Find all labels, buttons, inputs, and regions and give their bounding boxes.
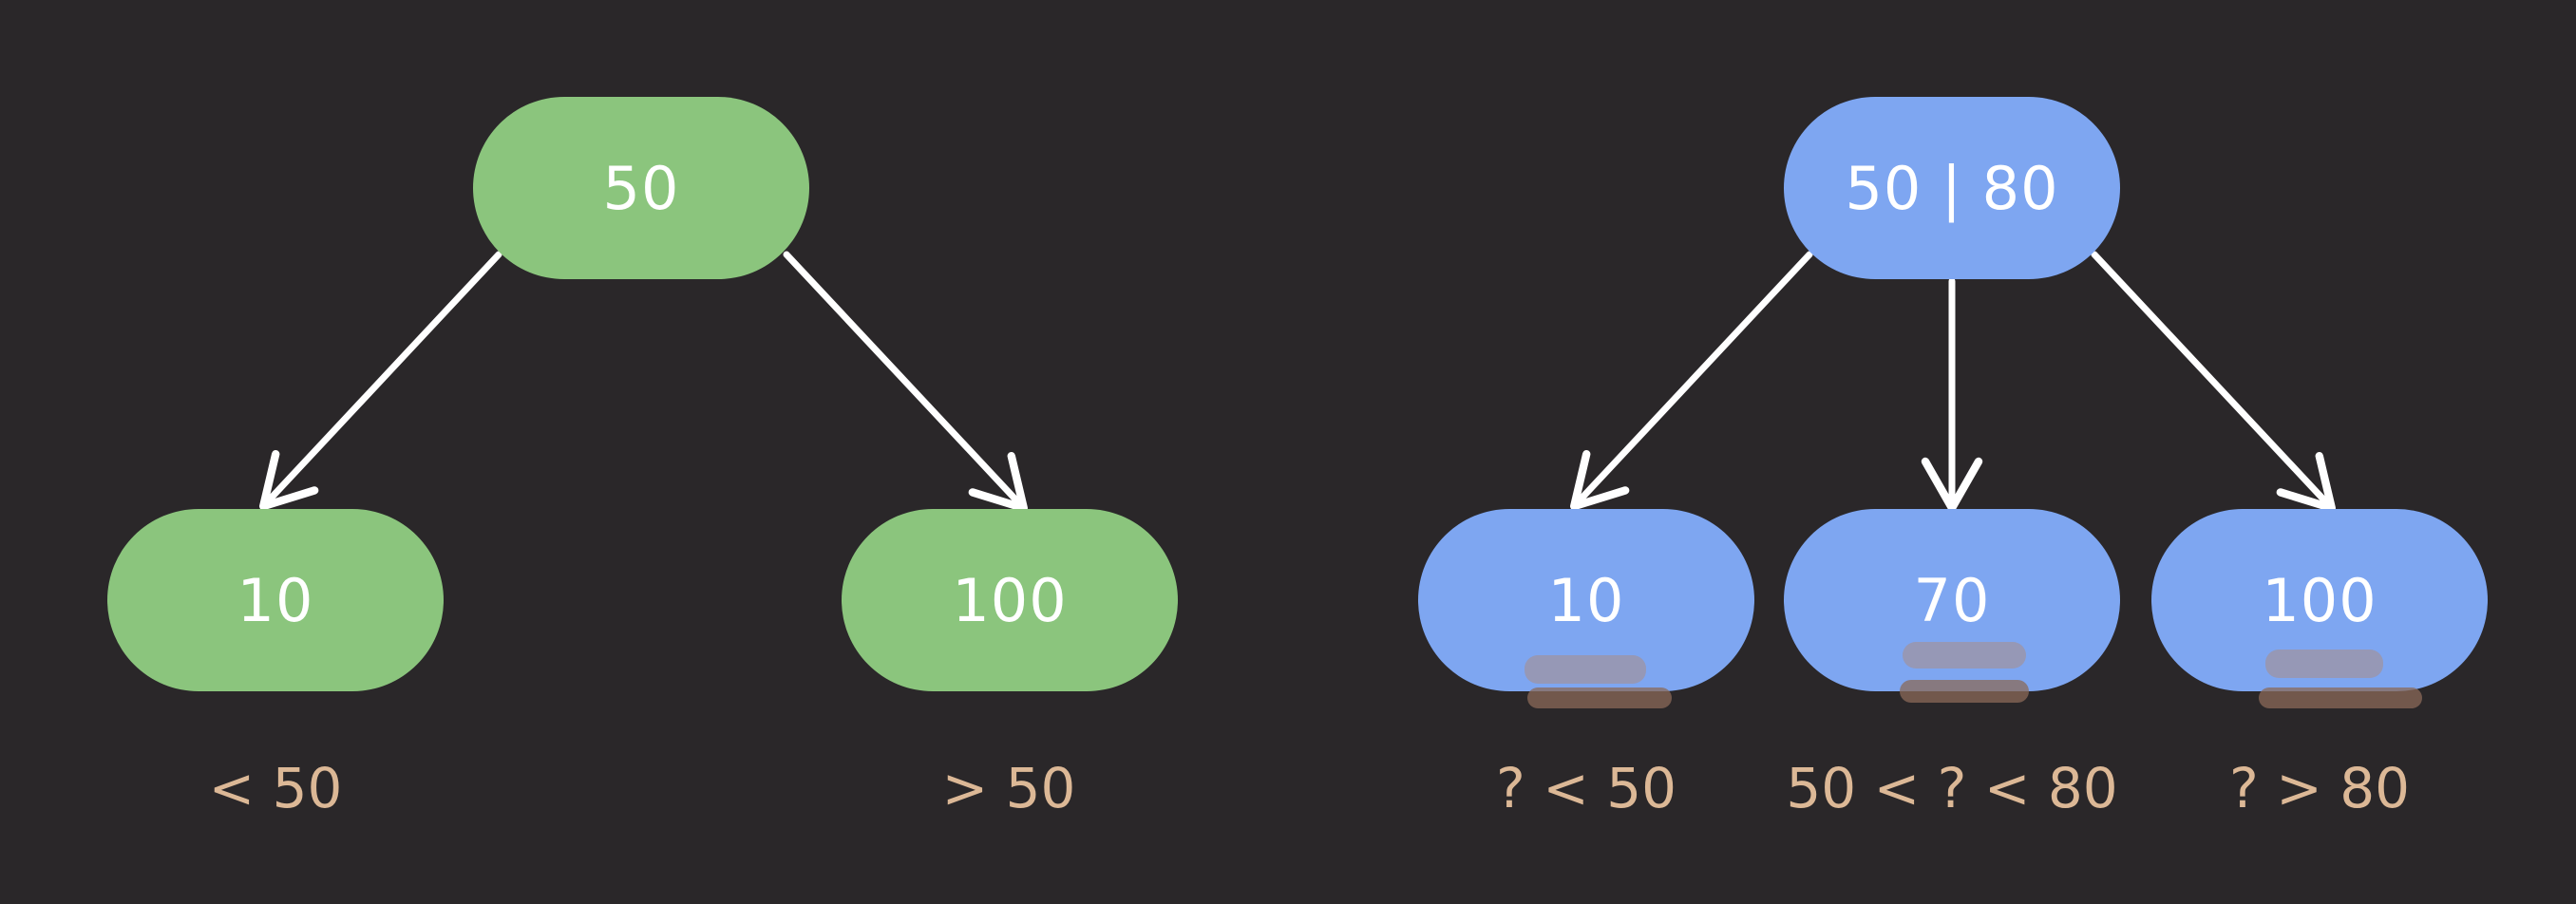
edge-btree-root-to-right-child bbox=[2091, 251, 2336, 513]
bst-root-node: 50 bbox=[473, 97, 809, 279]
highlight-mark-middle-underline bbox=[1900, 680, 2029, 703]
btree-left-child-label: 10 bbox=[1547, 565, 1625, 635]
highlight-mark-middle bbox=[1903, 642, 2026, 669]
edge-btree-root-to-left-child bbox=[1570, 251, 1813, 511]
btree-left-condition: ? < 50 bbox=[1495, 756, 1677, 820]
bst-left-child-label: 10 bbox=[237, 565, 314, 635]
btree-root-node: 50 | 80 bbox=[1784, 97, 2120, 279]
bst-left-child-node: 10 bbox=[107, 509, 444, 691]
bst-right-condition: > 50 bbox=[941, 756, 1076, 820]
btree-middle-child-label: 70 bbox=[1913, 565, 1991, 635]
btree-root-label: 50 | 80 bbox=[1845, 153, 2059, 223]
edge-root-to-right-child bbox=[783, 251, 1028, 513]
btree-right-child-label: 100 bbox=[2262, 565, 2377, 635]
btree-middle-condition: 50 < ? < 80 bbox=[1786, 756, 2118, 820]
btree-right-condition: ? > 80 bbox=[2228, 756, 2411, 820]
bst-left-condition: < 50 bbox=[208, 756, 343, 820]
edge-root-to-left-child bbox=[259, 251, 502, 511]
highlight-mark-left-underline bbox=[1527, 687, 1672, 708]
btree-left-child-node: 10 bbox=[1418, 509, 1754, 691]
highlight-mark-left bbox=[1525, 655, 1646, 684]
highlight-mark-right bbox=[2265, 650, 2383, 678]
bst-right-child-node: 100 bbox=[842, 509, 1178, 691]
bst-root-label: 50 bbox=[602, 153, 680, 223]
highlight-mark-right-underline bbox=[2259, 687, 2422, 708]
bst-right-child-label: 100 bbox=[952, 565, 1068, 635]
